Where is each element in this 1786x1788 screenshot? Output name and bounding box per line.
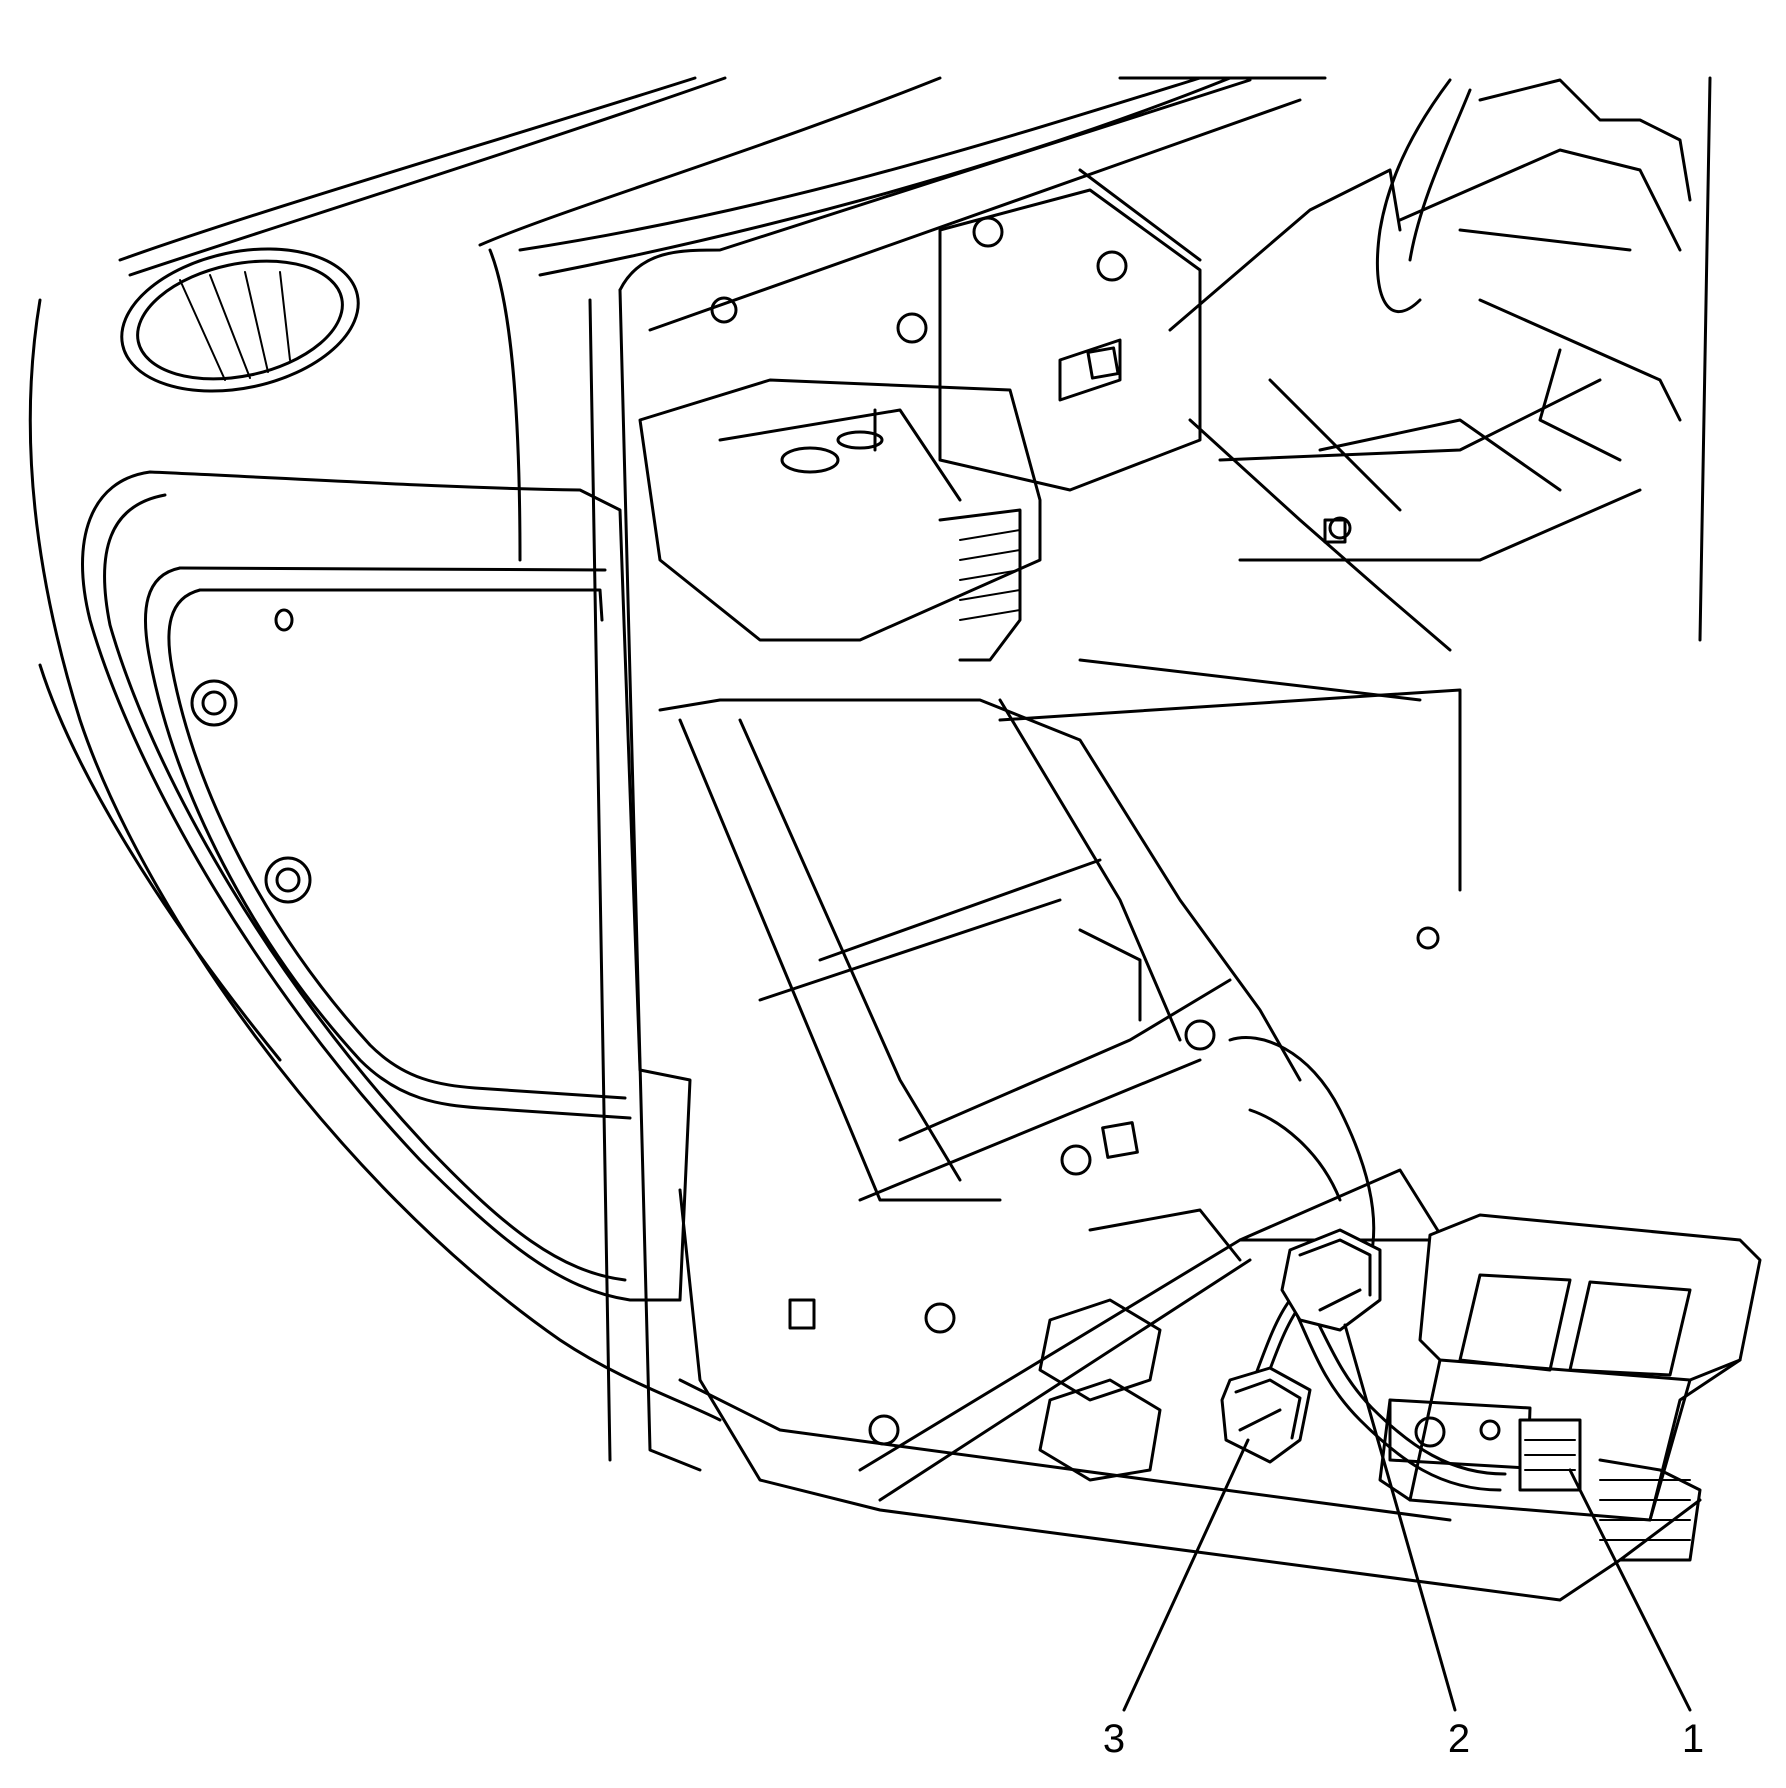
connector-3 xyxy=(1220,1366,1312,1464)
center-opening-frame xyxy=(588,78,1302,1472)
steering-support xyxy=(1318,78,1692,492)
left-end-panel xyxy=(81,470,692,1302)
leader-2 xyxy=(1343,1323,1457,1712)
glovebox-housing xyxy=(658,698,1302,1202)
control-module xyxy=(1378,1213,1762,1522)
callout-1-label: 1 xyxy=(1682,1717,1704,1761)
upper-bracket xyxy=(638,378,1462,892)
lower-trim-panel xyxy=(678,1036,1702,1602)
dashboard-body xyxy=(28,248,722,1422)
dash-carrier xyxy=(938,168,1642,652)
retainer-clips xyxy=(710,216,1440,1446)
dashboard-top-edge xyxy=(118,76,1712,642)
leader-1 xyxy=(1568,1468,1692,1712)
callout-3-label: 3 xyxy=(1103,1717,1125,1761)
connector-2 xyxy=(1280,1228,1382,1332)
callout-2-label: 2 xyxy=(1448,1717,1470,1761)
callout-leaders xyxy=(1122,1323,1692,1712)
leader-3 xyxy=(1122,1438,1250,1712)
air-vent xyxy=(120,247,360,393)
